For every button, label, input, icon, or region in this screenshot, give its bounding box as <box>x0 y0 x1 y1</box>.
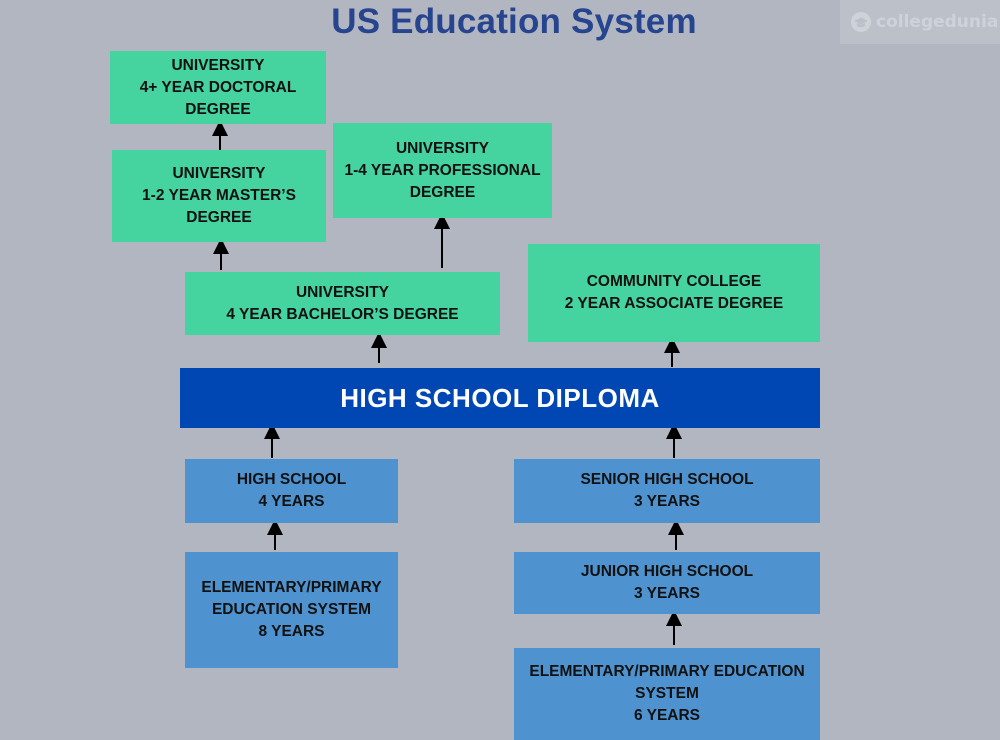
box-university-professional: UNIVERSITY 1-4 YEAR PROFESSIONAL DEGREE <box>333 123 552 218</box>
box-text: JUNIOR HIGH SCHOOL 3 YEARS <box>580 563 754 602</box>
box-text: UNIVERSITY 1-2 YEAR MASTER’S DEGREE <box>142 165 296 226</box>
graduation-cap-icon <box>851 12 871 32</box>
box-text: ELEMENTARY/PRIMARY EDUCATION SYSTEM 8 YE… <box>201 579 382 640</box>
box-community-college: COMMUNITY COLLEGE 2 YEAR ASSOCIATE DEGRE… <box>528 244 820 342</box>
diagram-title: US Education System <box>331 2 697 41</box>
box-text: HIGH SCHOOL DIPLOMA <box>340 383 660 413</box>
box-elementary-8-years: ELEMENTARY/PRIMARY EDUCATION SYSTEM 8 YE… <box>185 552 398 668</box>
box-text: SENIOR HIGH SCHOOL 3 YEARS <box>580 471 754 510</box>
box-university-bachelors: UNIVERSITY 4 YEAR BACHELOR’S DEGREE <box>185 272 500 335</box>
box-junior-high-school: JUNIOR HIGH SCHOOL 3 YEARS <box>514 552 820 614</box>
box-text: UNIVERSITY 1-4 YEAR PROFESSIONAL DEGREE <box>344 139 541 201</box>
box-high-school: HIGH SCHOOL 4 YEARS <box>185 459 398 523</box>
box-elementary-6-years: ELEMENTARY/PRIMARY EDUCATION SYSTEM 6 YE… <box>514 648 820 740</box>
box-text: UNIVERSITY 4 YEAR BACHELOR’S DEGREE <box>226 283 459 323</box>
logo-text: collegedunia <box>876 12 999 32</box>
box-text: COMMUNITY COLLEGE 2 YEAR ASSOCIATE DEGRE… <box>564 273 784 312</box>
box-text: ELEMENTARY/PRIMARY EDUCATION SYSTEM 6 YE… <box>529 663 805 724</box>
box-text: UNIVERSITY 4+ YEAR DOCTORAL DEGREE <box>139 56 297 118</box>
collegedunia-logo: collegedunia <box>840 0 1000 44</box>
box-senior-high-school: SENIOR HIGH SCHOOL 3 YEARS <box>514 459 820 523</box>
box-university-doctoral: UNIVERSITY 4+ YEAR DOCTORAL DEGREE <box>110 51 326 124</box>
box-university-masters: UNIVERSITY 1-2 YEAR MASTER’S DEGREE <box>112 150 326 242</box>
box-text: HIGH SCHOOL 4 YEARS <box>236 471 347 510</box>
box-high-school-diploma: HIGH SCHOOL DIPLOMA <box>180 368 820 428</box>
